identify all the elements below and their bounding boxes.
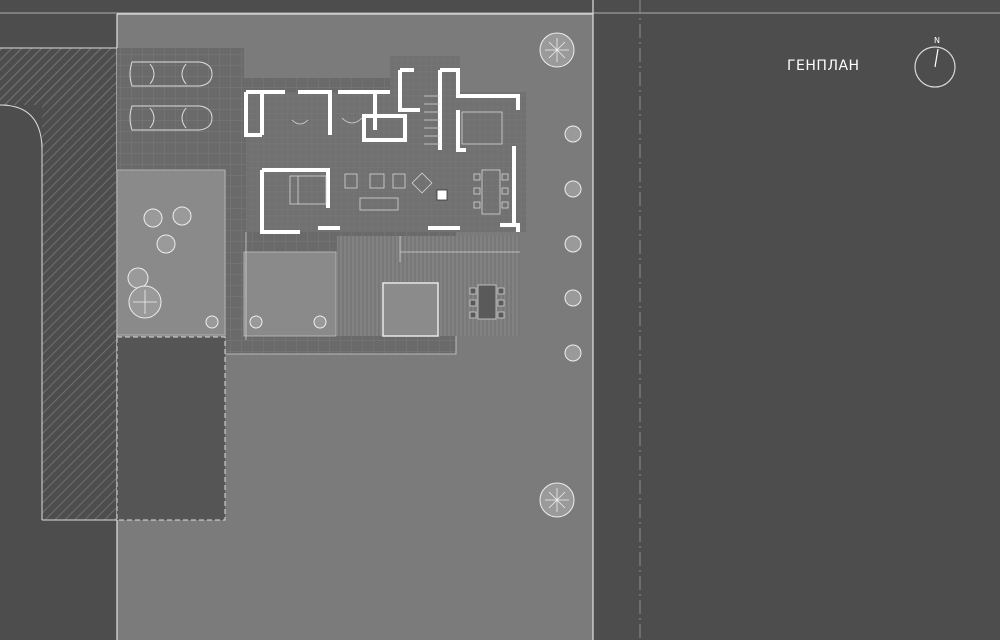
- tree-icon: [172, 206, 192, 226]
- parking-area: [117, 48, 244, 170]
- tree-icon: [249, 315, 263, 329]
- tree-icon: [564, 289, 582, 307]
- tree-icon: [127, 267, 149, 289]
- car-icon: [129, 61, 213, 87]
- fireplace: [436, 189, 448, 201]
- car-icon: [129, 105, 213, 131]
- lower-lawn-dark: [116, 336, 226, 521]
- kitchen-counter: [461, 111, 503, 145]
- compass-icon: [914, 46, 956, 88]
- dining-table-icon: [469, 284, 505, 320]
- tree-icon: [564, 180, 582, 198]
- dining-table-icon: [473, 169, 509, 215]
- bed-icon: [289, 175, 327, 205]
- tree-icon: [205, 315, 219, 329]
- north-label: N: [934, 36, 940, 45]
- tree-icon: [156, 234, 176, 254]
- pool: [382, 282, 439, 337]
- tree-icon: [564, 344, 582, 362]
- house-floor-plan: [244, 56, 526, 234]
- tree-icon: [564, 235, 582, 253]
- tree-icon: [564, 125, 582, 143]
- plan-title: ГЕНПЛАН: [787, 58, 860, 74]
- sofa-icon: [344, 172, 433, 211]
- garden-bed: [116, 169, 226, 336]
- tree-icon: [313, 315, 327, 329]
- tree-icon: [143, 208, 163, 228]
